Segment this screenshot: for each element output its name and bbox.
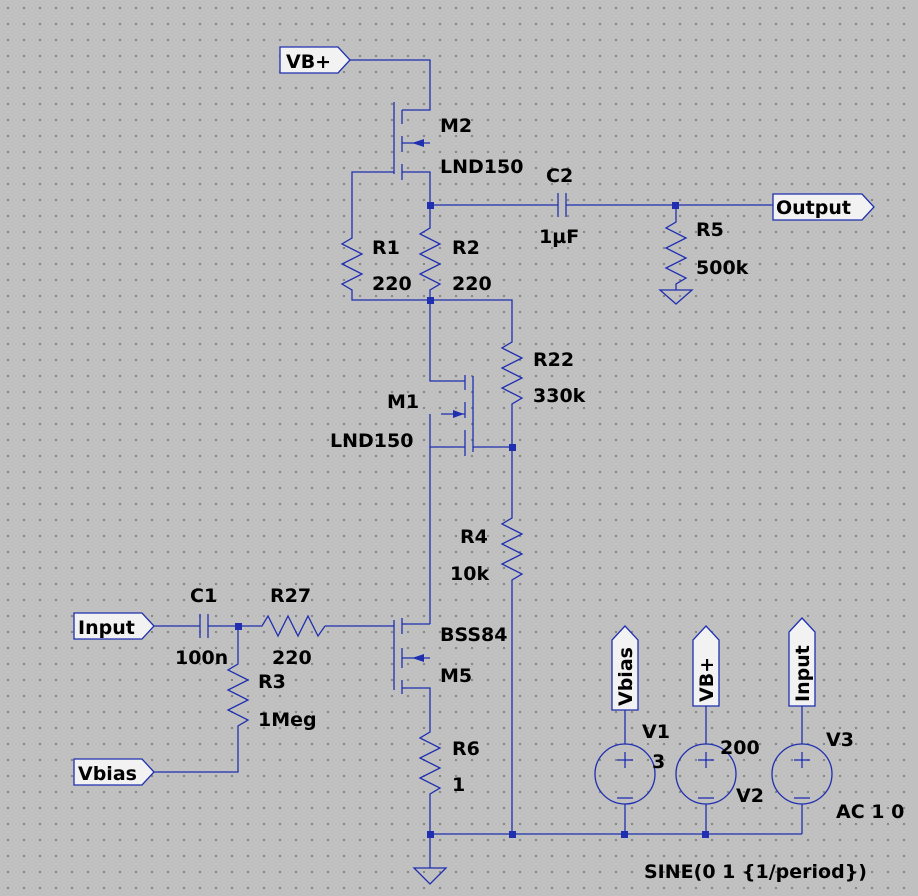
svg-text:M1: M1	[387, 391, 419, 413]
svg-text:1Meg: 1Meg	[258, 709, 317, 731]
svg-text:1: 1	[452, 774, 465, 796]
wires	[154, 59, 833, 885]
svg-text:V1: V1	[642, 721, 670, 743]
component-m5[interactable]: BSS84 M5	[440, 624, 507, 687]
svg-text:SINE(0 1 {1/period}): SINE(0 1 {1/period})	[644, 861, 867, 883]
svg-text:R1: R1	[372, 237, 400, 259]
component-r3[interactable]: R3 1Meg	[258, 671, 317, 731]
svg-text:R3: R3	[258, 671, 286, 693]
svg-text:BSS84: BSS84	[440, 624, 507, 646]
component-r5[interactable]: R5 500k	[696, 219, 749, 279]
svg-text:220: 220	[372, 273, 412, 295]
component-r2[interactable]: R2 220	[452, 237, 492, 295]
svg-text:330k: 330k	[533, 385, 586, 407]
junctions	[235, 202, 709, 838]
svg-text:Output: Output	[776, 197, 851, 219]
svg-text:R2: R2	[452, 237, 480, 259]
svg-text:100n: 100n	[175, 647, 228, 669]
component-v2[interactable]: 200 V2	[720, 737, 764, 807]
svg-text:220: 220	[452, 273, 492, 295]
component-r4[interactable]: R4 10k	[450, 526, 489, 585]
component-m1[interactable]: M1 LND150	[330, 391, 419, 452]
svg-text:C2: C2	[546, 165, 573, 187]
svg-text:Input: Input	[78, 617, 135, 639]
component-c2[interactable]: C2 1µF	[539, 165, 579, 248]
component-r1[interactable]: R1 220	[372, 237, 412, 295]
net-flag-input-src[interactable]: Input	[788, 617, 816, 707]
svg-text:LND150: LND150	[330, 430, 413, 452]
net-flag-vbplus-src[interactable]: VB+	[692, 625, 720, 707]
net-flag-output[interactable]: Output	[772, 193, 875, 221]
svg-text:R27: R27	[270, 585, 311, 607]
svg-text:R5: R5	[696, 219, 724, 241]
component-r27[interactable]: R27 220	[270, 585, 312, 669]
svg-text:M5: M5	[440, 665, 472, 687]
svg-text:500k: 500k	[696, 257, 749, 279]
svg-text:Vbias: Vbias	[78, 763, 137, 785]
svg-text:3: 3	[652, 751, 665, 773]
svg-text:C1: C1	[190, 585, 217, 607]
component-m2[interactable]: M2 LND150	[440, 115, 523, 178]
net-flag-input-left[interactable]: Input	[73, 612, 155, 640]
svg-text:AC 1 0: AC 1 0	[836, 801, 904, 823]
svg-text:R6: R6	[452, 738, 480, 760]
net-flag-vbplus-top[interactable]: VB+	[279, 46, 351, 74]
component-r22[interactable]: R22 330k	[533, 349, 586, 407]
svg-text:VB+: VB+	[696, 657, 718, 702]
component-c1[interactable]: C1 100n	[175, 585, 228, 669]
svg-text:V2: V2	[736, 785, 764, 807]
component-r6[interactable]: R6 1	[452, 738, 480, 796]
svg-text:M2: M2	[440, 115, 472, 137]
svg-text:220: 220	[272, 647, 312, 669]
svg-text:Vbias: Vbias	[615, 647, 637, 706]
svg-text:V3: V3	[826, 729, 854, 751]
svg-text:200: 200	[720, 737, 760, 759]
svg-text:R22: R22	[533, 349, 574, 371]
svg-text:1µF: 1µF	[539, 226, 579, 248]
svg-text:10k: 10k	[450, 563, 489, 585]
directive-v3-sine[interactable]: SINE(0 1 {1/period})	[644, 861, 867, 883]
component-v1[interactable]: V1 3	[642, 721, 670, 773]
net-flag-vbias-left[interactable]: Vbias	[73, 758, 155, 786]
svg-text:VB+: VB+	[286, 51, 331, 73]
net-flag-vbias-src[interactable]: Vbias	[611, 625, 639, 711]
svg-text:R4: R4	[460, 526, 488, 548]
component-v3[interactable]: V3 AC 1 0	[826, 729, 904, 823]
svg-text:LND150: LND150	[440, 156, 523, 178]
svg-text:Input: Input	[792, 645, 814, 702]
